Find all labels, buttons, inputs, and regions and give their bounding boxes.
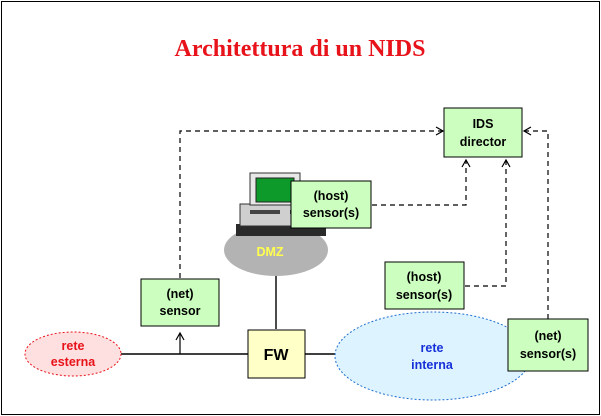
rete-esterna-ellipse (24, 331, 122, 377)
slide-title: Architettura di un NIDS (175, 36, 426, 62)
rete-interna-line1: rete (421, 341, 444, 355)
fw-label: FW (264, 347, 290, 364)
rete-esterna-line2: esterna (51, 355, 97, 369)
management-links (179, 126, 549, 319)
net-sensor-esterna-box (140, 278, 220, 327)
dmz-ellipse (224, 224, 328, 276)
ids-director-line2: director (460, 135, 507, 149)
net-sensor-interna-line2: sensor(s) (520, 347, 576, 361)
host-sensor-interna-box (384, 261, 465, 310)
dashed-net-sensor-to-director (179, 126, 445, 278)
ids-director-box (443, 107, 523, 158)
ids-director-line1: IDS (473, 117, 494, 131)
dmz-label: DMZ (256, 245, 283, 259)
host-sensor-interna-line1: (host) (407, 270, 442, 284)
net-sensor-interna-line1: (net) (534, 329, 561, 343)
fw-box (247, 329, 306, 379)
rete-interna-line2: interna (411, 358, 454, 372)
host-sensor-dmz-line2: sensor(s) (303, 206, 359, 220)
host-sensor-dmz-line1: (host) (314, 189, 349, 203)
host-sensor-interna-line2: sensor(s) (396, 288, 452, 302)
rete-esterna-line1: rete (62, 339, 85, 353)
rete-interna-ellipse (334, 311, 532, 401)
dashed-int-host-to-director (465, 158, 511, 287)
dashed-dmz-host-to-director (372, 158, 471, 206)
host-sensor-dmz-box (290, 180, 372, 229)
dashed-int-net-to-director (522, 126, 549, 319)
net-sensor-interna-box (507, 318, 589, 372)
net-sensor-esterna-line1: (net) (166, 287, 193, 301)
net-sensor-esterna-line2: sensor (160, 304, 201, 318)
